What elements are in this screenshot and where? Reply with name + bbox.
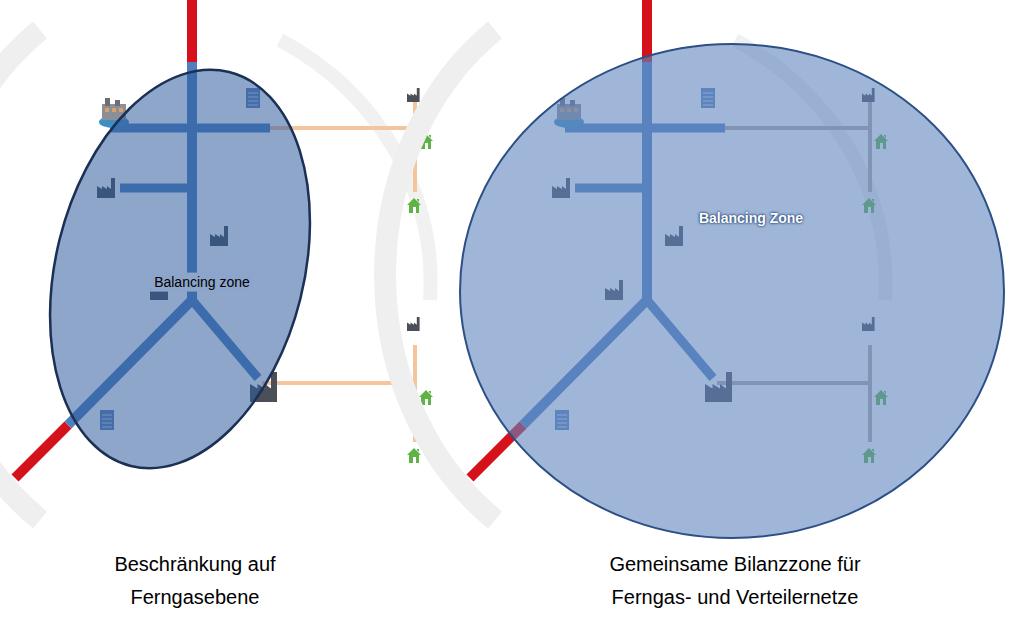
panel-caption: Gemeinsame Bilanzzone für Ferngas- und V… [580, 548, 890, 614]
zone-outline [11, 42, 350, 496]
zone-label-group: Balancing Zone [695, 209, 807, 228]
zone-label-group: Balancing zone [150, 273, 254, 292]
panel-caption: Beschränkung auf Ferngasebene [80, 548, 310, 614]
balancing-zone-circle: Balancing Zone [456, 40, 1008, 542]
balancing-zone-ellipse: Balancing zone [52, 62, 308, 476]
zone-label: Balancing zone [150, 273, 254, 292]
zone-outline [460, 44, 1004, 538]
zone-label: Balancing Zone [695, 209, 807, 228]
network-left [0, 0, 433, 520]
